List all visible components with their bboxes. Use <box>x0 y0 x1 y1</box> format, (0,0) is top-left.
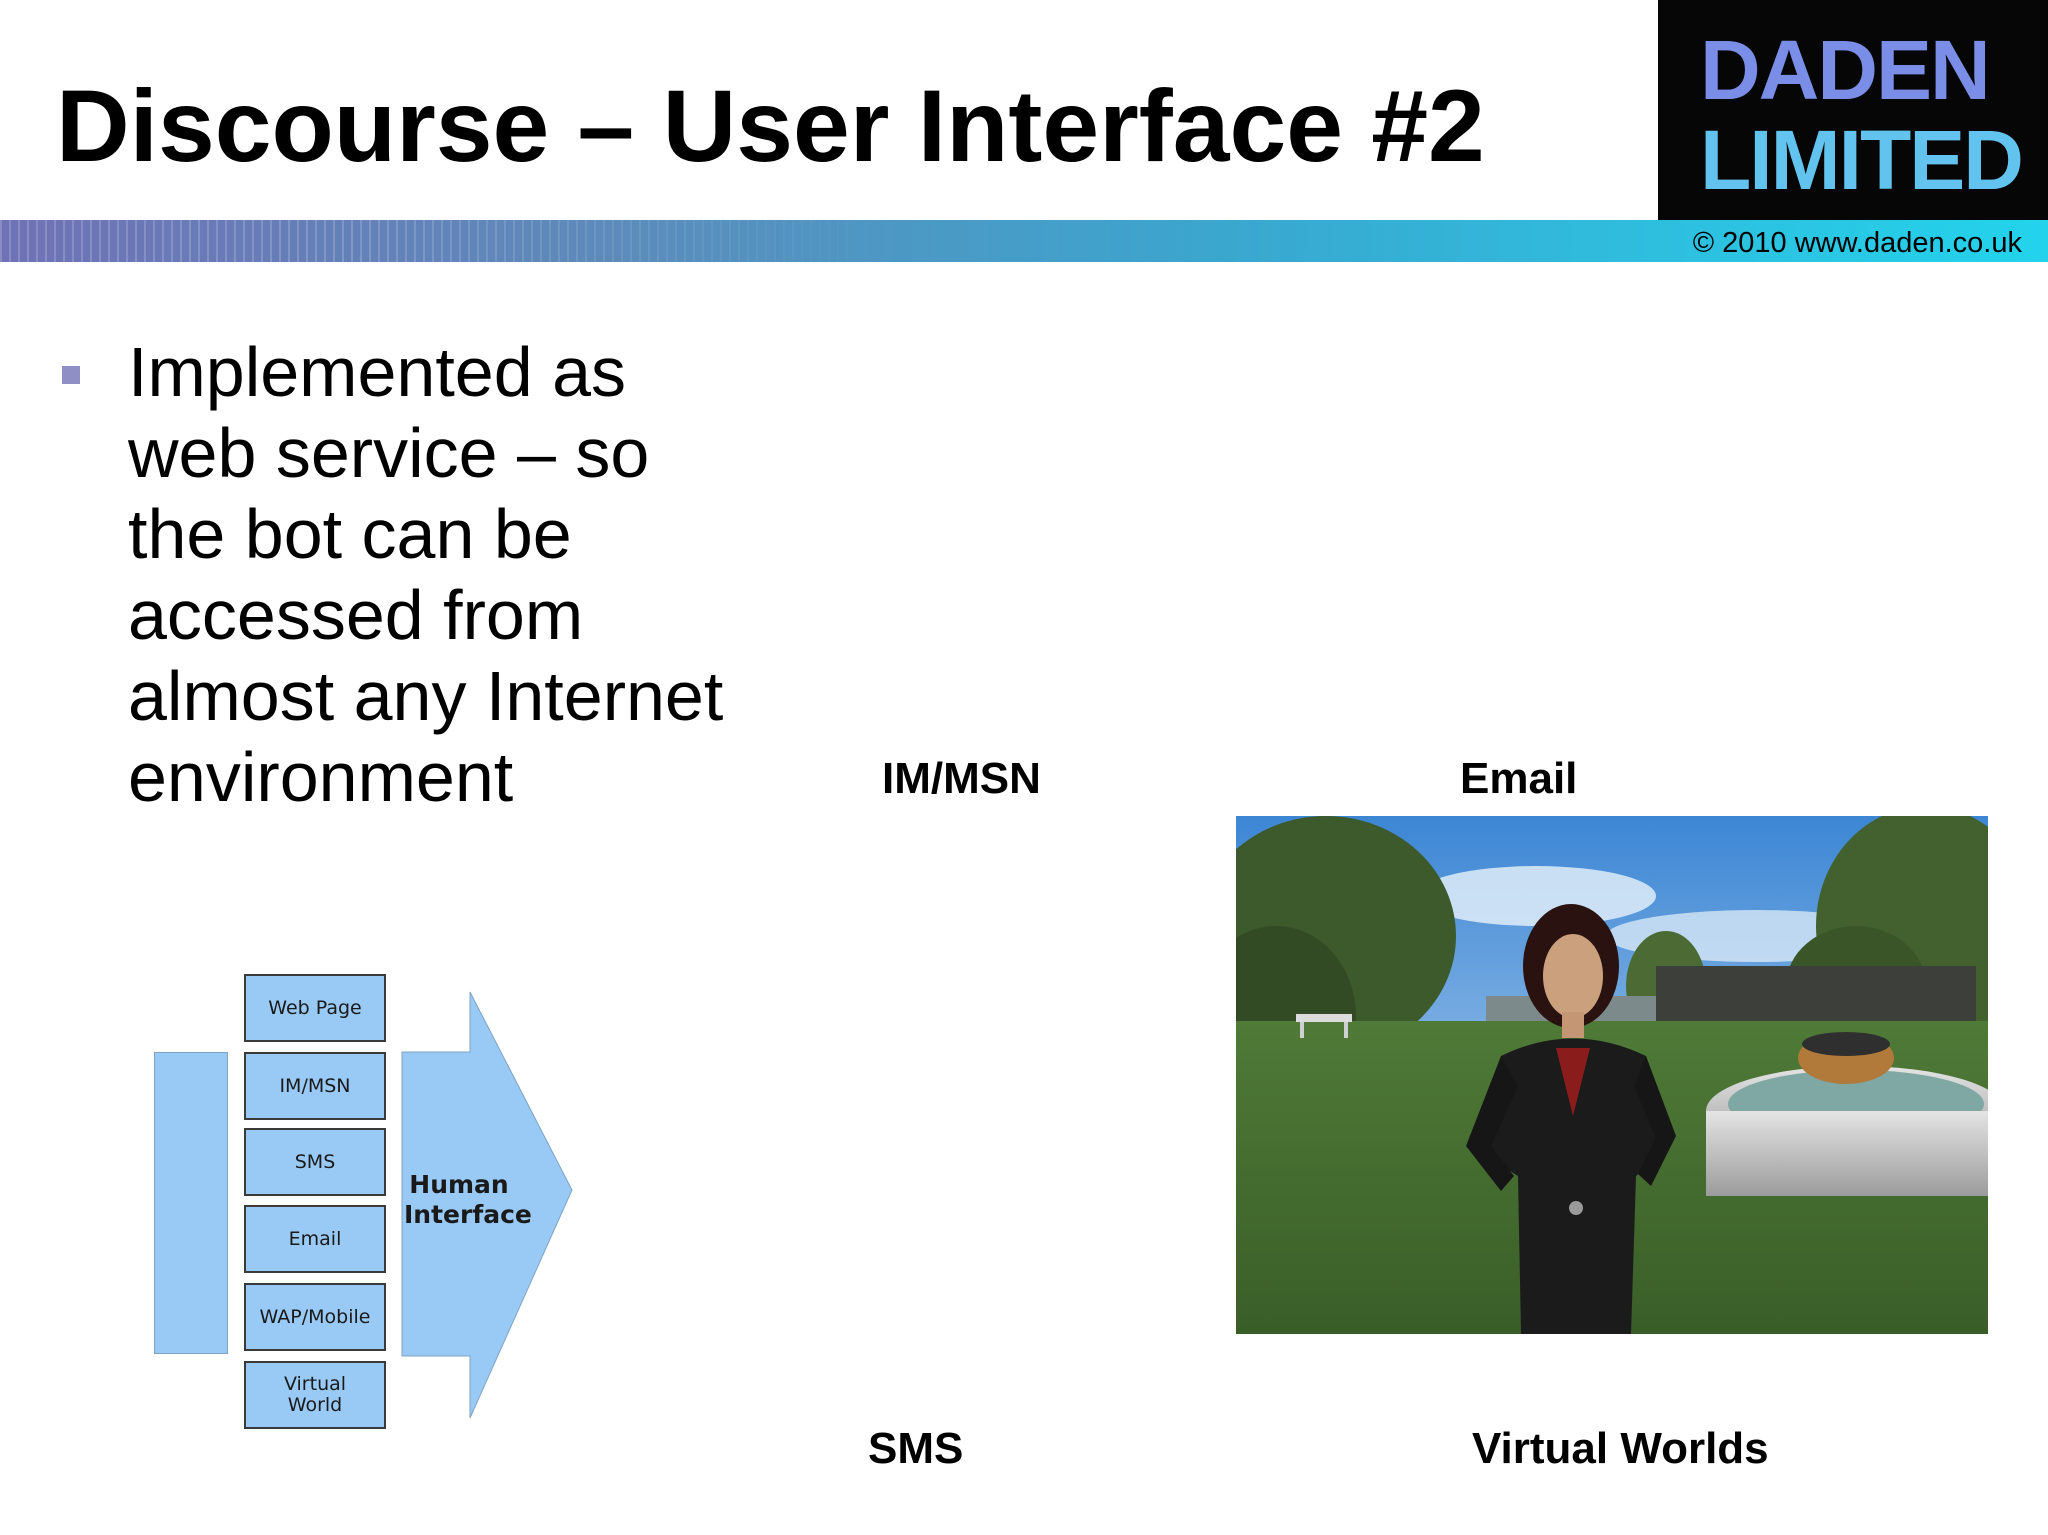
label-virtual-worlds: Virtual Worlds <box>1472 1424 1769 1473</box>
label-sms: SMS <box>868 1424 964 1473</box>
diagram-back-panel <box>154 1052 228 1354</box>
diagram-box-sms: SMS <box>244 1128 386 1196</box>
daden-logo: DADEN LIMITED <box>1658 0 2048 220</box>
diagram-box-wap-mobile: WAP/Mobile <box>244 1283 386 1351</box>
slide-title: Discourse – User Interface #2 <box>56 69 1485 183</box>
diagram-box-web-page: Web Page <box>244 974 386 1042</box>
label-email: Email <box>1460 754 1578 803</box>
bullet-marker-icon <box>62 366 80 384</box>
logo-line-1: DADEN <box>1700 23 1991 117</box>
copyright-notice: © 2010 www.daden.co.uk <box>1692 227 2022 259</box>
human-interface-arrow-icon <box>401 991 573 1419</box>
bullet-text: Implemented as web service – so the bot … <box>128 333 724 816</box>
arrow-label: Human Interface <box>404 1170 532 1229</box>
header-band <box>0 220 2048 262</box>
human-interface-diagram: Human Interface Web Page IM/MSN SMS Emai… <box>150 970 580 1430</box>
header-band-stripes <box>0 220 900 262</box>
diagram-box-virtual-world: Virtual World <box>244 1361 386 1429</box>
virtual-world-screenshot <box>1236 816 1988 1334</box>
diagram-box-im-msn: IM/MSN <box>244 1052 386 1120</box>
label-im-msn: IM/MSN <box>882 754 1041 803</box>
diagram-box-email: Email <box>244 1205 386 1273</box>
logo-line-2: LIMITED <box>1700 113 2024 207</box>
